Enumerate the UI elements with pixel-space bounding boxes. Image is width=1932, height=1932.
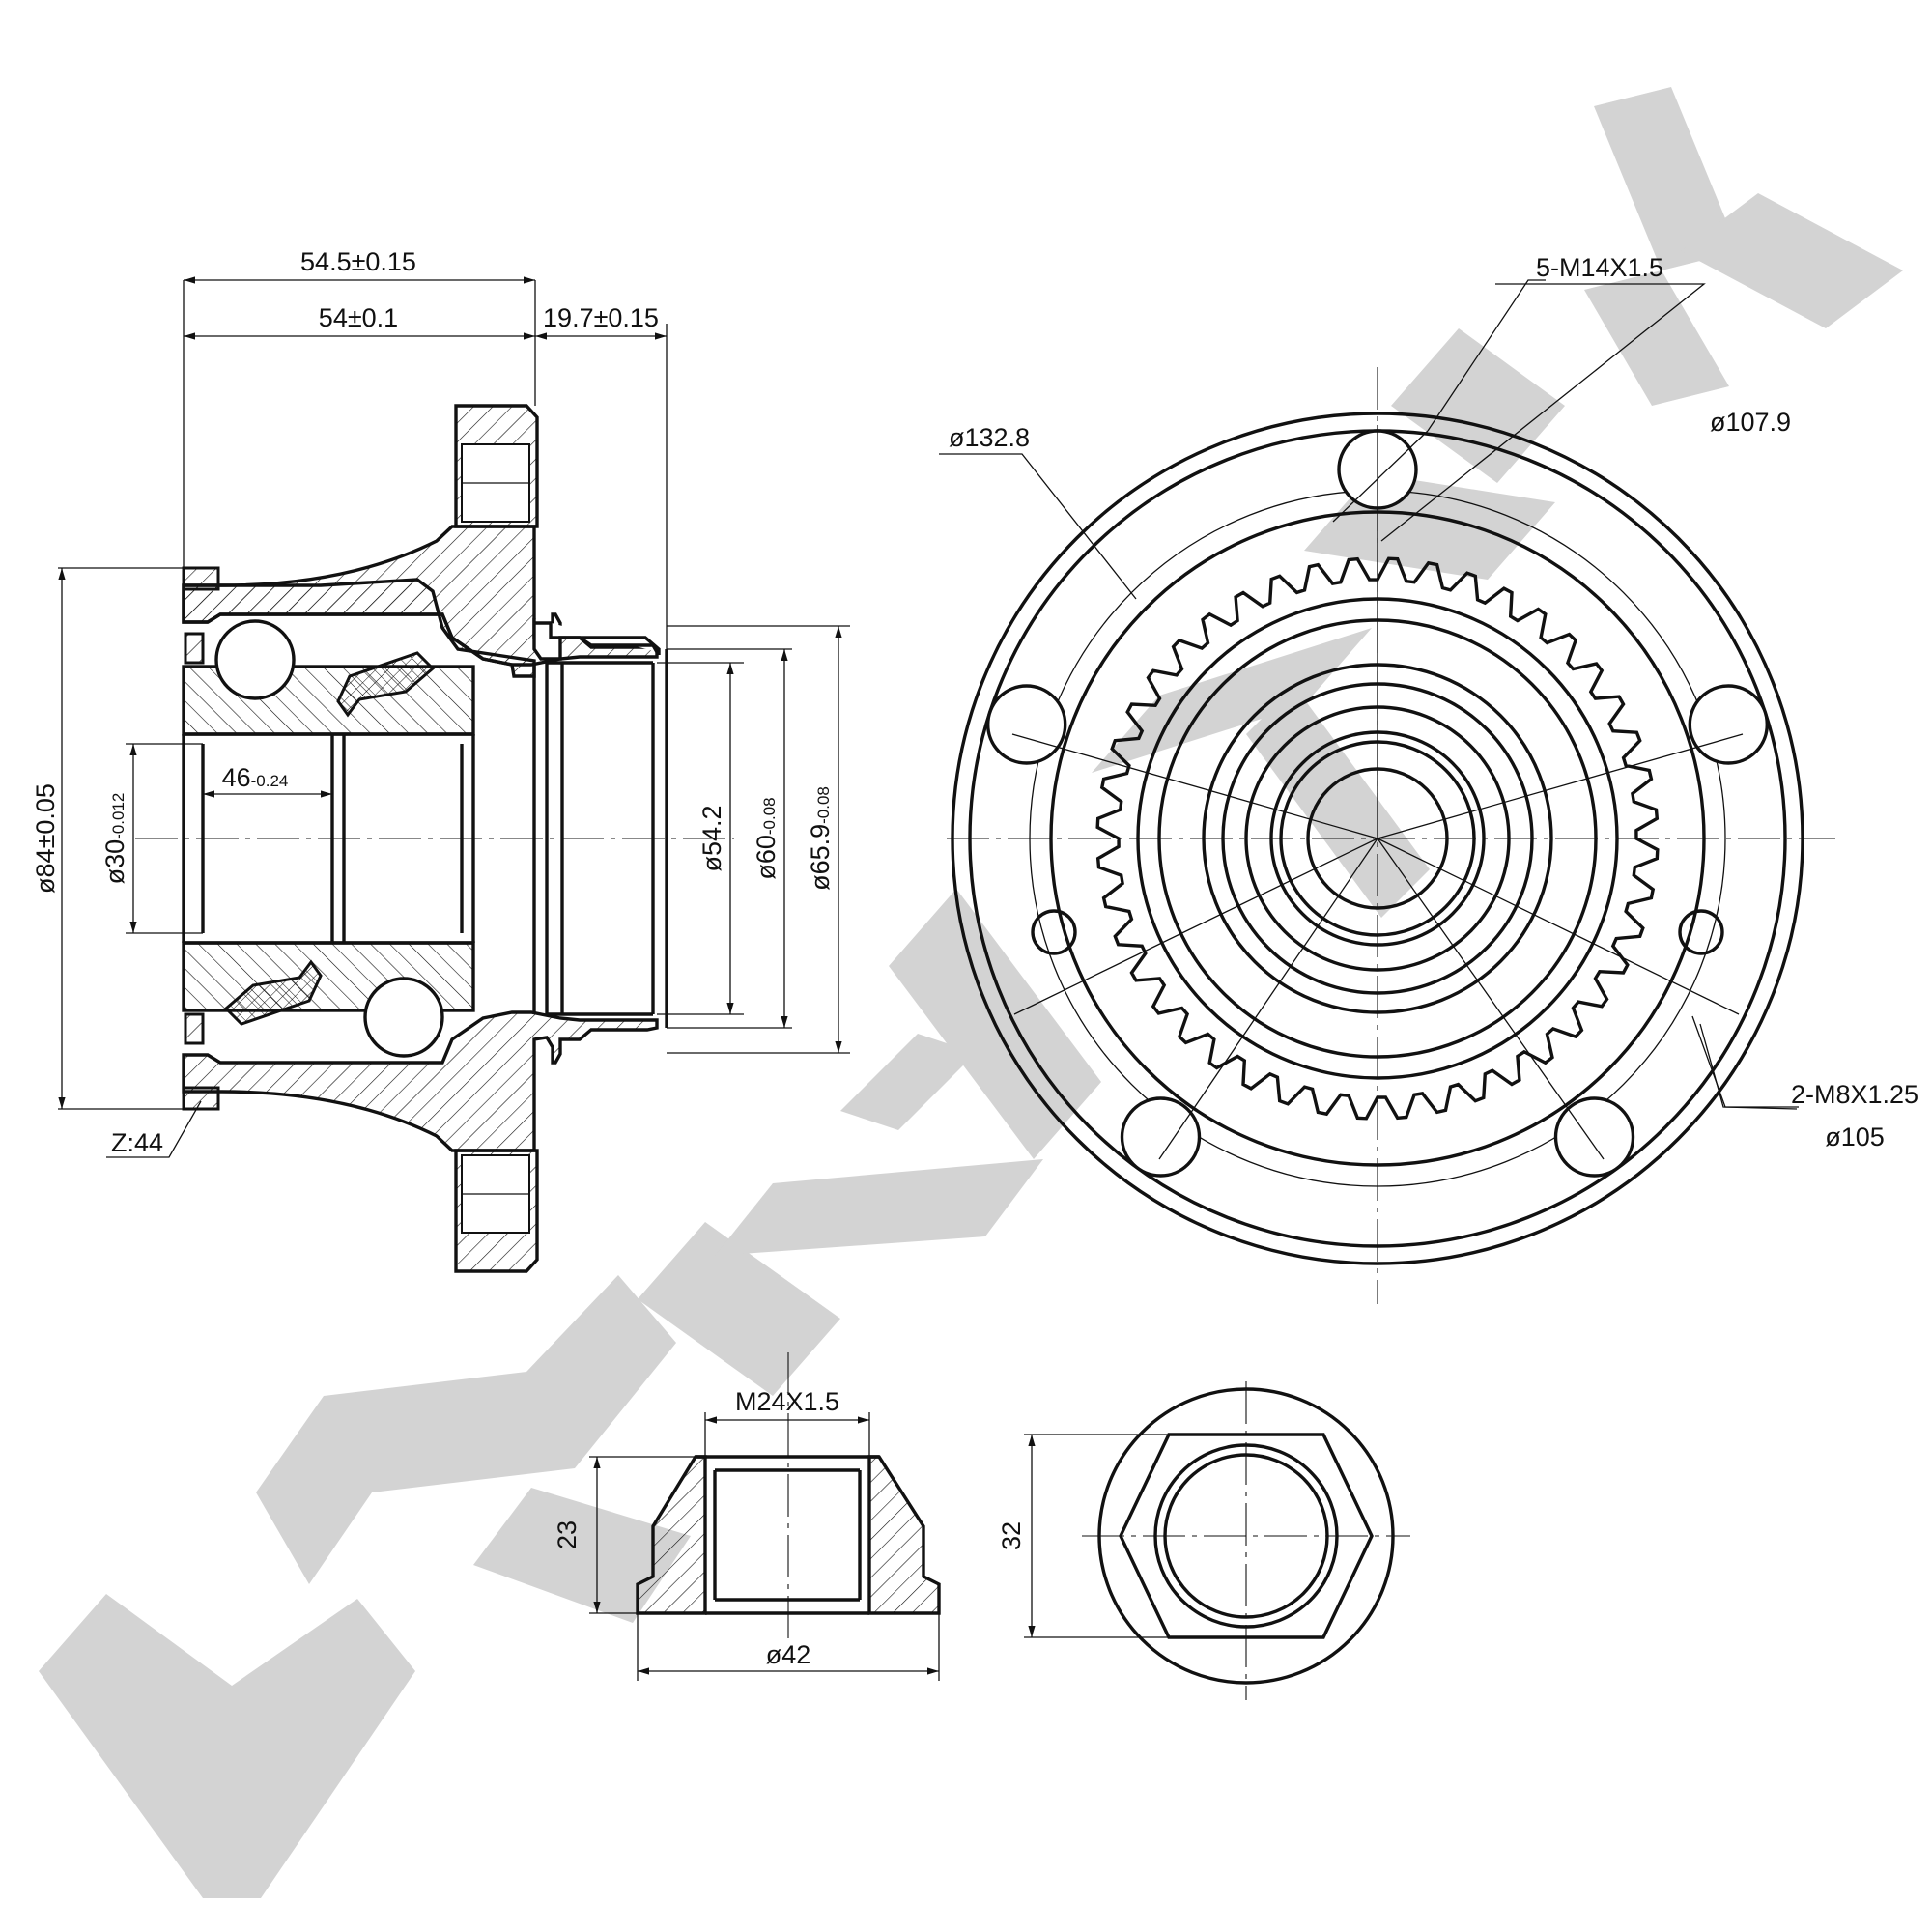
ball-upper-left: [214, 619, 296, 700]
hub-side-section: 54.5±0.15 54±0.1 19.7±0.15 ø84±0.05 ø30-…: [31, 247, 850, 1273]
nut-right-half: [867, 1455, 941, 1615]
stud-hole: [985, 684, 1067, 765]
dim-bearing-length: 54±0.1: [319, 303, 398, 332]
dim-stud-thread: 5-M14X1.5: [1536, 253, 1663, 282]
dim-nut-thread: M24X1.5: [735, 1387, 839, 1416]
dim-spigot-outer: ø60-0.08: [752, 797, 781, 879]
dim-pilot-diameter: ø65.9-0.08: [806, 786, 835, 891]
stud-holes: [985, 429, 1770, 1178]
flange-outer-circle: [951, 412, 1804, 1265]
dim-stud-pcd: ø107.9: [1710, 408, 1791, 437]
hub-main-lower: [182, 1010, 659, 1152]
ball-lower-right: [363, 977, 444, 1058]
cage-lower: [223, 959, 323, 1026]
dim-nut-width: 32: [997, 1521, 1026, 1550]
nut-flange-circle: [1097, 1387, 1395, 1685]
dim-spigot-inner: ø54.2: [697, 805, 726, 871]
cage-upper: [336, 651, 436, 718]
dim-flange-pcd: ø132.8: [949, 423, 1030, 452]
dim-aux-pcd: ø105: [1825, 1122, 1885, 1151]
nut-left-half: [636, 1455, 707, 1615]
brand-watermark: [39, 87, 1903, 1898]
dim-bore-diameter: ø30-0.012: [100, 793, 129, 885]
nut-front-view: 32: [997, 1381, 1410, 1700]
hub-front-view: ø132.8 5-M14X1.5 ø107.9 2-M8X1.25 ø105: [939, 253, 1918, 1304]
dim-nut-height: 23: [553, 1520, 582, 1549]
abs-tone-ring: [1095, 556, 1660, 1121]
stud-hole: [1553, 1096, 1635, 1178]
dim-inner-width: 46-0.24: [222, 763, 289, 792]
dim-flange-diameter: ø84±0.05: [31, 783, 60, 894]
stud-hole: [1120, 1096, 1202, 1178]
dim-aux-thread: 2-M8X1.25: [1791, 1080, 1918, 1109]
dim-abs-teeth: Z:44: [111, 1128, 163, 1157]
nut-section: M24X1.5 23 ø42: [553, 1352, 941, 1681]
stud-hole: [1688, 684, 1770, 765]
dim-overall-length: 54.5±0.15: [300, 247, 416, 276]
aux-hole-left: [1031, 909, 1077, 955]
dim-spigot-length: 19.7±0.15: [543, 303, 659, 332]
aux-hole-right: [1678, 909, 1724, 955]
dim-nut-diameter: ø42: [766, 1640, 811, 1669]
